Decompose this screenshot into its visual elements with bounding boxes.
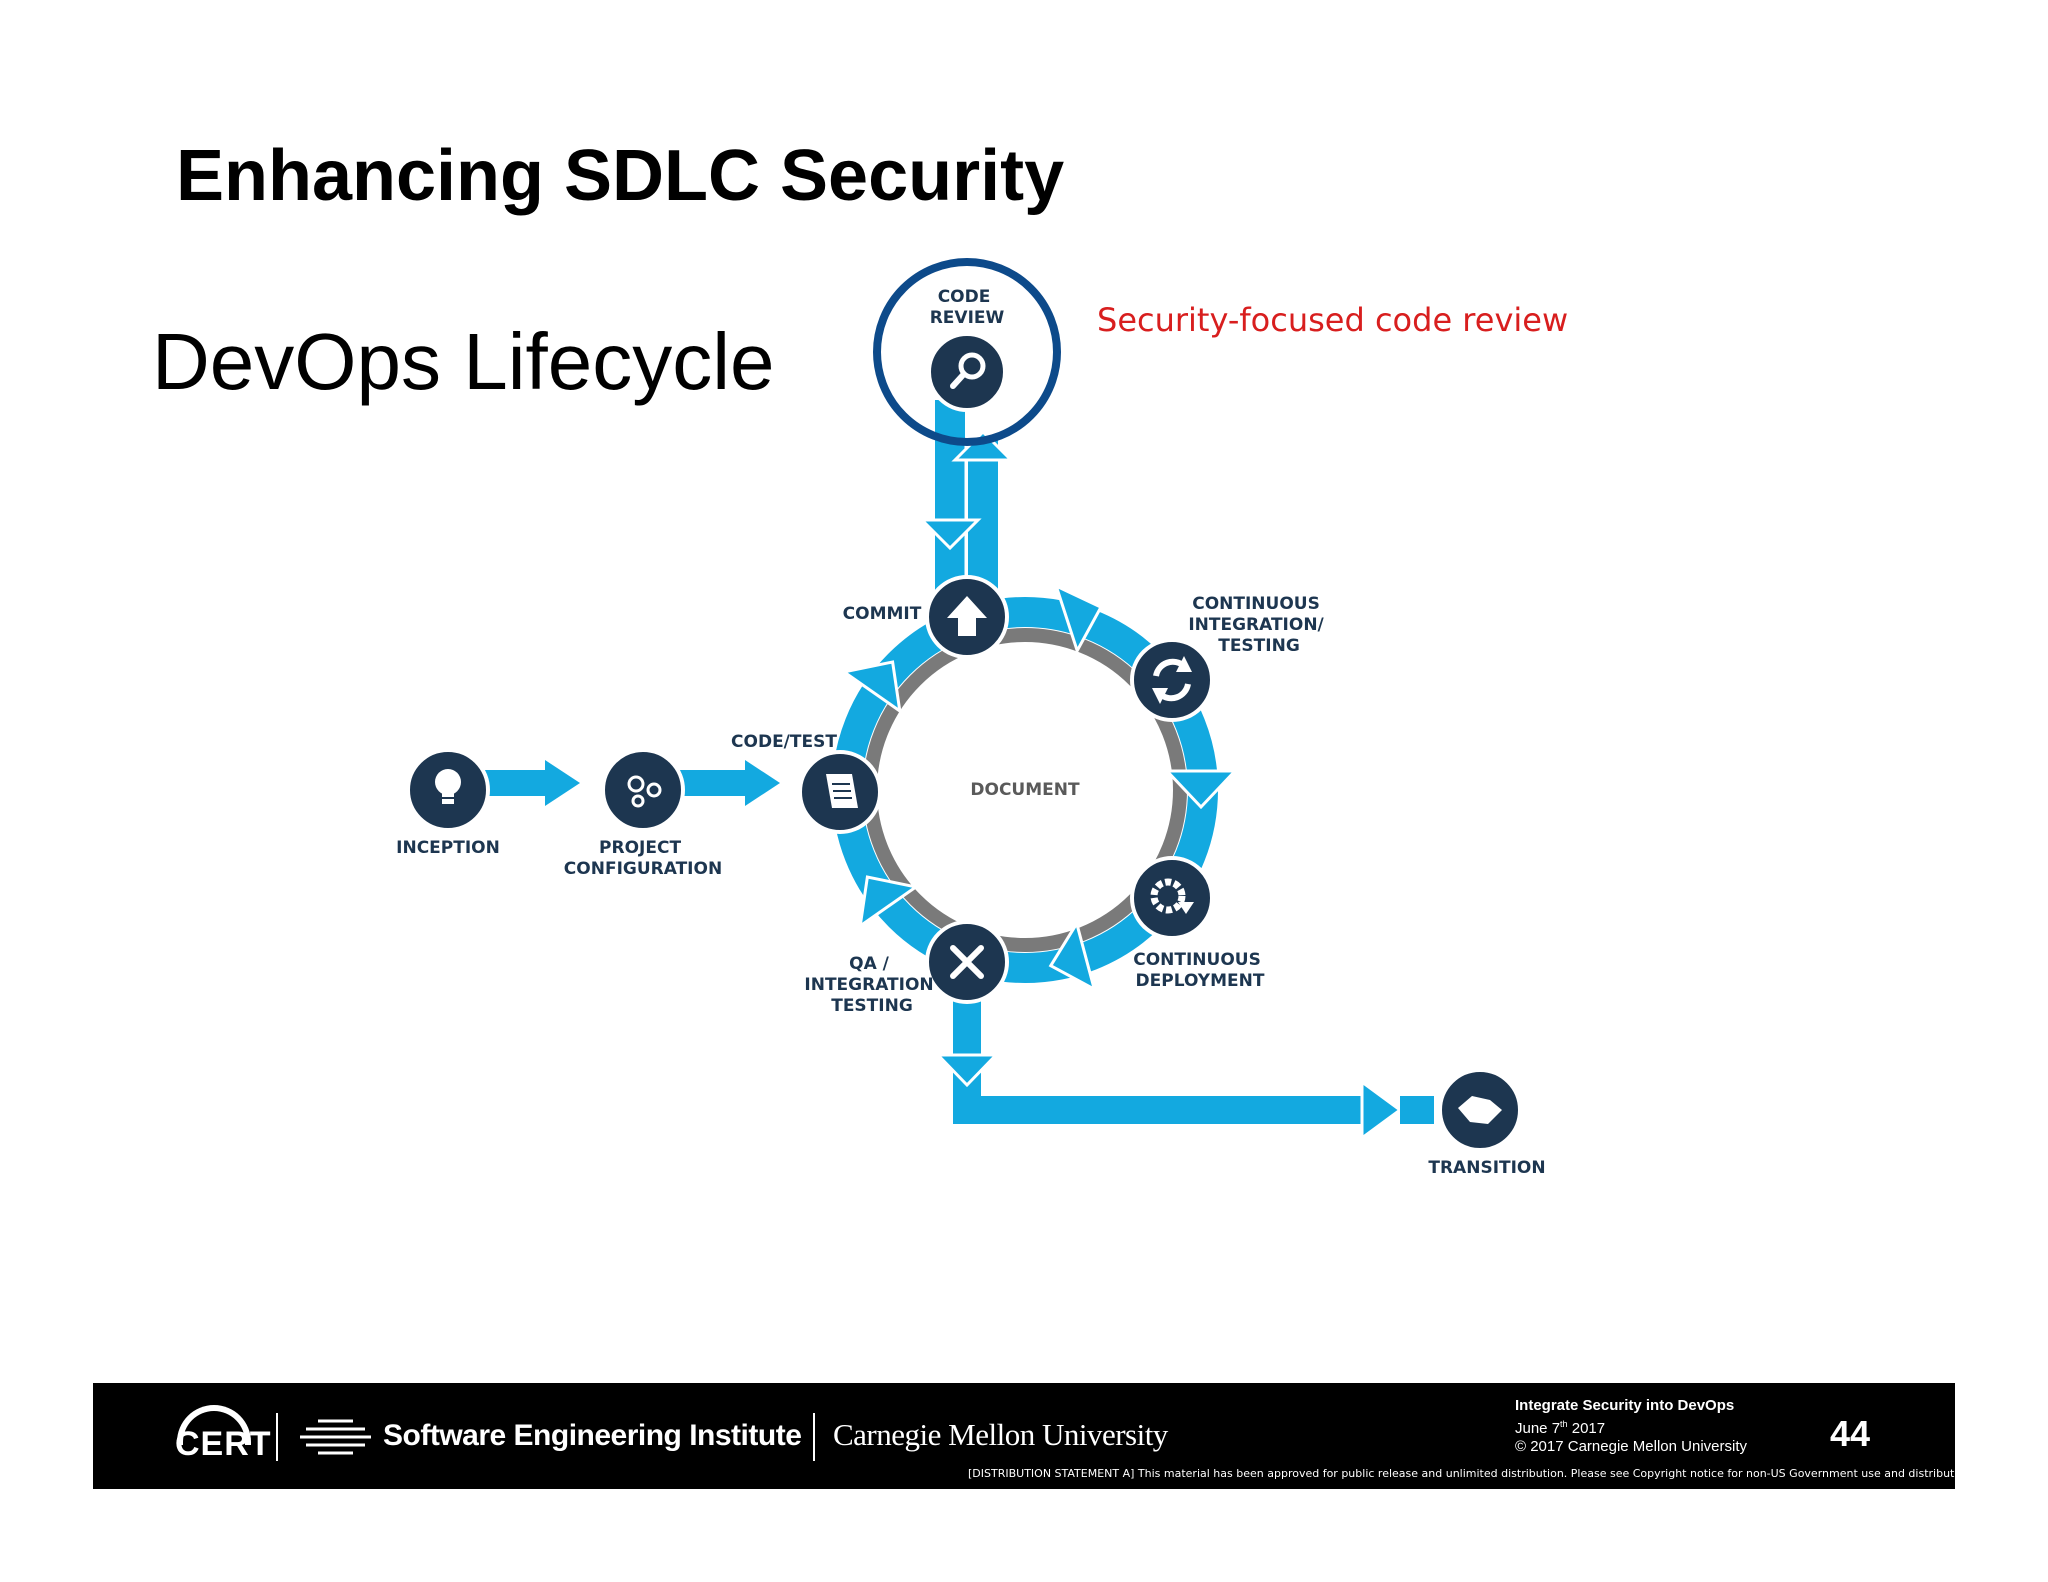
page-number: 44 [1830, 1413, 1871, 1454]
inception-arrow [480, 760, 580, 806]
tools-icon [950, 945, 984, 979]
code-test-node [798, 750, 882, 834]
footer-divider [276, 1413, 278, 1461]
lightbulb-icon [435, 769, 461, 804]
scroll-icon [826, 774, 858, 808]
inception-node [406, 748, 490, 832]
transition-node [1438, 1068, 1522, 1152]
center-label: DOCUMENT [970, 780, 1080, 800]
code-review-node [873, 258, 1061, 446]
slide-subtitle: DevOps Lifecycle [152, 317, 775, 406]
commit-label: COMMIT [843, 604, 922, 624]
upload-arrow-icon [947, 596, 987, 636]
code-review-label: CODE REVIEW [930, 287, 1005, 328]
cert-logo: CERT [175, 1425, 272, 1463]
continuous-deployment-label: CONTINUOUS DEPLOYMENT [1133, 950, 1267, 991]
sei-name: Software Engineering Institute [383, 1419, 802, 1452]
inception-label: INCEPTION [396, 838, 500, 858]
footer-meta: Integrate Security into DevOps June 7th … [1515, 1397, 1747, 1456]
meta-date: June 7th 2017 [1515, 1419, 1606, 1437]
meta-copyright: © 2017 Carnegie Mellon University [1515, 1438, 1747, 1455]
deployment-gear-icon [1150, 878, 1194, 914]
footer-divider [813, 1413, 815, 1461]
handshake-icon [1458, 1096, 1502, 1124]
project-configuration-label: PROJECT CONFIGURATION [564, 838, 722, 879]
gears-icon [627, 775, 662, 808]
sei-logo-icon [300, 1419, 371, 1455]
qa-testing-label: QA / INTEGRATION TESTING [804, 954, 939, 1016]
transition-label: TRANSITION [1428, 1158, 1545, 1178]
continuous-integration-node [1130, 638, 1214, 722]
commit-node [925, 575, 1009, 659]
distribution-statement: [DISTRIBUTION STATEMENT A] This material… [968, 1467, 1975, 1480]
slide-title: Enhancing SDLC Security [176, 136, 1065, 216]
transition-arrow [934, 998, 1434, 1141]
cmu-name: Carnegie Mellon University [833, 1417, 1168, 1452]
slide-footer: CERT Software Engineering Institute Carn… [93, 1383, 1975, 1489]
code-test-label: CODE/TEST [731, 732, 837, 752]
config-arrow [680, 760, 780, 806]
continuous-integration-label: CONTINUOUS INTEGRATION/ TESTING [1188, 594, 1329, 656]
project-configuration-node [601, 748, 685, 832]
magnifier-icon [950, 352, 986, 389]
meta-title: Integrate Security into DevOps [1515, 1397, 1735, 1414]
qa-testing-node [925, 920, 1009, 1004]
continuous-deployment-node [1130, 856, 1214, 940]
security-annotation: Security-focused code review [1097, 301, 1569, 339]
